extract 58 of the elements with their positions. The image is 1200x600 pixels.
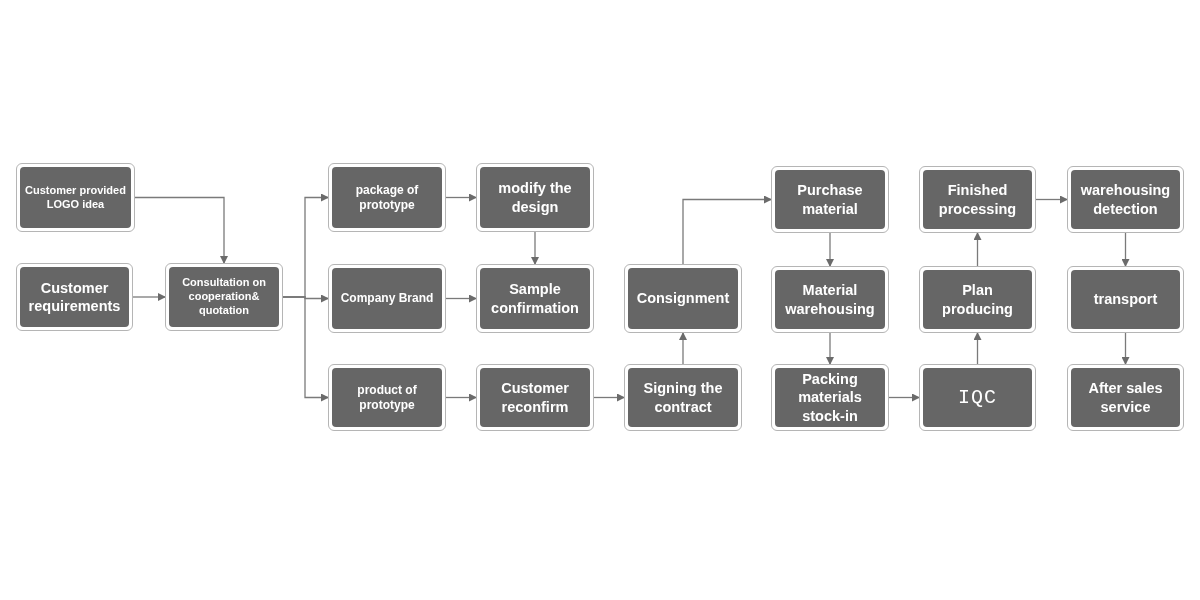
arrow	[531, 231, 539, 265]
process-box	[919, 266, 1036, 333]
process-box	[624, 364, 742, 431]
process-box	[1067, 266, 1184, 333]
arrow	[682, 195, 772, 265]
step-label: Consultation on cooperation& quotation	[181, 276, 267, 318]
process-box	[771, 166, 889, 233]
process-box	[16, 263, 133, 331]
step-label: Company Brand	[340, 291, 434, 306]
process-box	[919, 166, 1036, 233]
step-label: transport	[1093, 290, 1158, 309]
process-box	[476, 364, 594, 431]
arrow	[888, 393, 920, 402]
process-box	[771, 364, 889, 431]
process-box	[328, 264, 446, 333]
arrow	[679, 332, 687, 365]
step-label: Sample confirmation	[490, 280, 580, 317]
process-box	[165, 263, 283, 331]
step-label: warehousing detection	[1079, 181, 1172, 218]
step-label: IQC	[958, 385, 997, 410]
process-box	[328, 163, 446, 232]
process-box	[328, 364, 446, 431]
process-box	[476, 264, 594, 333]
step-label: Purchase material	[796, 181, 864, 218]
arrow	[593, 393, 625, 402]
step-label: Customer requirements	[27, 278, 122, 316]
step-label: modify the design	[497, 179, 573, 216]
step-label: Material warehousing	[784, 281, 876, 318]
step-label: After sales service	[1087, 379, 1164, 416]
process-box	[771, 266, 889, 333]
process-box	[1067, 166, 1184, 233]
arrow	[1121, 332, 1130, 365]
step-label: package of prototype	[354, 182, 420, 213]
process-box	[919, 364, 1036, 431]
step-label: Customer reconfirm	[500, 379, 570, 416]
process-box	[624, 264, 742, 333]
step-label: Plan producing	[941, 281, 1014, 318]
process-box	[16, 163, 135, 232]
arrow	[1121, 232, 1130, 267]
step-label: Customer provided LOGO idea	[24, 183, 127, 212]
process-box	[1067, 364, 1184, 431]
step-label: product of prototype	[356, 382, 418, 413]
arrow	[826, 332, 834, 365]
step-label: Finished processing	[937, 181, 1018, 218]
step-label: Packing materials stock-in	[797, 370, 863, 425]
arrow	[134, 196, 228, 264]
arrow	[1035, 195, 1068, 204]
arrow	[282, 296, 329, 402]
arrow	[826, 232, 834, 267]
arrow	[132, 293, 166, 301]
arrow	[445, 393, 477, 402]
arrow	[973, 332, 982, 365]
process-box	[476, 163, 594, 232]
arrow	[973, 232, 982, 267]
step-label: Consignment	[636, 289, 730, 308]
arrow	[445, 193, 477, 202]
arrow	[445, 294, 477, 303]
step-label: Signing the contract	[642, 379, 724, 416]
